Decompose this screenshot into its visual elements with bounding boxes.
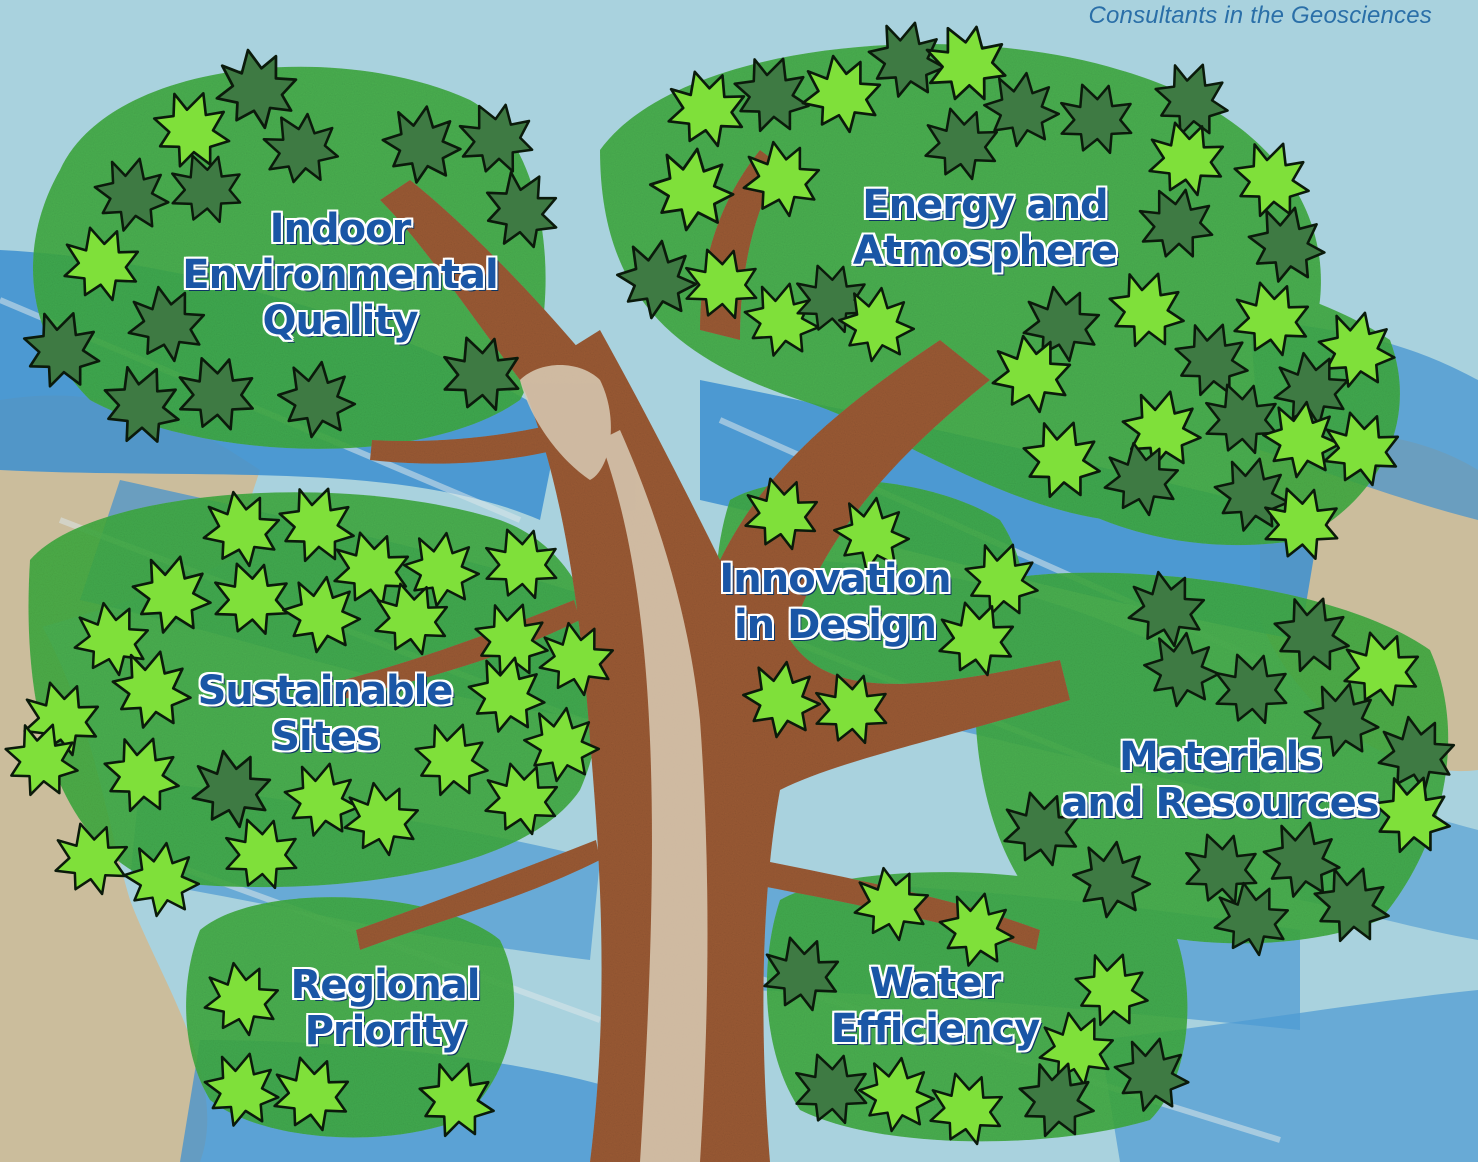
indoor-line-3: Quality xyxy=(262,298,418,344)
water-line-2: Efficiency xyxy=(830,1006,1041,1052)
sites-line-1: Sustainable xyxy=(197,668,454,714)
company-tagline: Consultants in the Geosciences xyxy=(1088,2,1432,29)
materials-line-1: Materials xyxy=(1119,734,1322,780)
category-water-efficiency: Water Efficiency xyxy=(810,960,1060,1052)
category-energy-and-atmosphere: Energy and Atmosphere xyxy=(830,182,1140,274)
innovation-line-2: in Design xyxy=(733,602,937,648)
energy-line-2: Atmosphere xyxy=(852,228,1118,274)
category-materials-and-resources: Materials and Resources xyxy=(1052,734,1388,826)
materials-line-2: and Resources xyxy=(1061,780,1379,826)
water-line-1: Water xyxy=(869,960,1002,1006)
category-regional-priority: Regional Priority xyxy=(270,962,500,1054)
energy-line-1: Energy and xyxy=(862,182,1108,228)
indoor-line-2: Environmental xyxy=(182,252,498,298)
trunk-highlights xyxy=(520,365,708,1162)
category-sustainable-sites: Sustainable Sites xyxy=(175,668,475,760)
regional-line-1: Regional xyxy=(290,962,481,1008)
category-innovation-in-design: Innovation in Design xyxy=(705,556,965,648)
sites-line-2: Sites xyxy=(271,714,380,760)
innovation-line-1: Innovation xyxy=(719,556,951,602)
indoor-line-1: Indoor xyxy=(269,206,412,252)
regional-line-2: Priority xyxy=(304,1008,467,1054)
category-indoor-environmental-quality: Indoor Environmental Quality xyxy=(170,206,510,344)
